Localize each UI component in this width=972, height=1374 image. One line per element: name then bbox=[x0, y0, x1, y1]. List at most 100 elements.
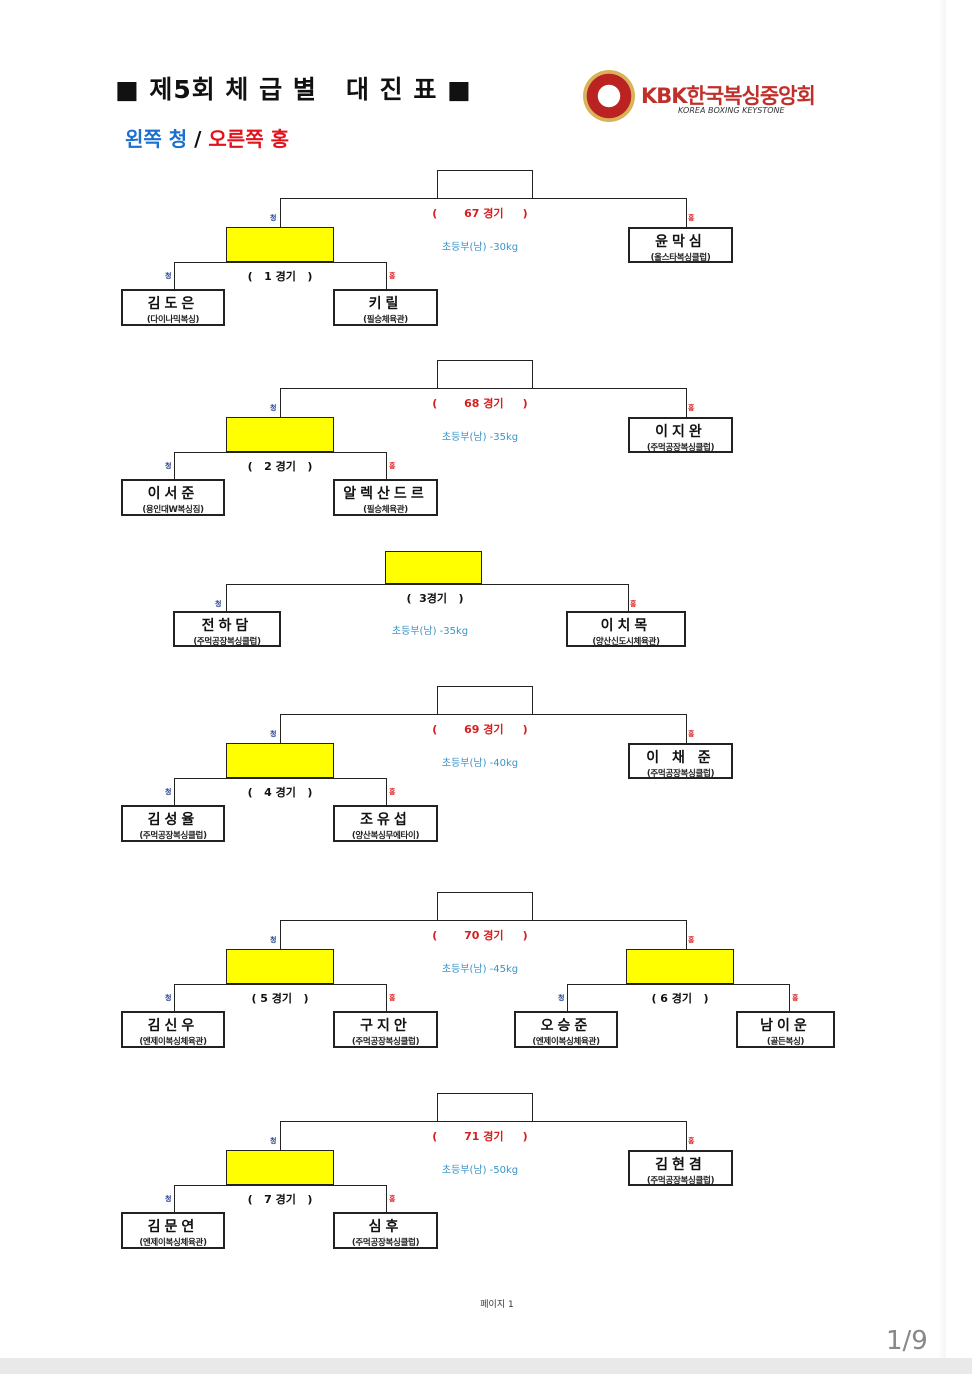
player-box: 윤막심(올스타복싱클럽) bbox=[628, 227, 733, 263]
player-name: 김도은 bbox=[147, 296, 199, 312]
player-name: 김신우 bbox=[147, 1018, 199, 1034]
corner-legend: 왼쪽 청 / 오른쪽 홍 bbox=[125, 123, 289, 152]
corner-label-blue: 청 bbox=[270, 214, 277, 222]
corner-label-red: 홍 bbox=[389, 788, 396, 796]
final-winner-box bbox=[437, 892, 533, 921]
bracket-line bbox=[686, 920, 687, 949]
bracket-line bbox=[174, 1185, 175, 1212]
final-winner-box bbox=[437, 686, 533, 715]
bracket-line bbox=[386, 778, 387, 805]
bracket-line bbox=[174, 984, 175, 1011]
bracket-line bbox=[174, 452, 175, 479]
player-club: (주먹공장복싱클럽) bbox=[193, 637, 261, 647]
logo-text: KBK한국복싱중앙회 bbox=[641, 84, 816, 108]
player-box: 조유섭 (양산복싱무에타이) bbox=[333, 805, 438, 842]
viewer-bottom-bar bbox=[0, 1358, 972, 1374]
division-label: 초등부(남) -45kg bbox=[441, 964, 519, 975]
match-label: ( 7 경기 ) bbox=[247, 1193, 313, 1206]
bracket-line bbox=[686, 388, 687, 417]
bracket-line bbox=[280, 1121, 686, 1122]
division-label: 초등부(남) -50kg bbox=[441, 1165, 519, 1176]
player-name: 전하담 bbox=[201, 618, 253, 634]
player-club: (양산복싱무에타이) bbox=[351, 831, 420, 841]
final-winner-box bbox=[437, 1093, 533, 1122]
page-edge-shadow bbox=[938, 0, 946, 1358]
bracket-line bbox=[686, 198, 687, 227]
corner-label-blue: 청 bbox=[165, 788, 172, 796]
corner-label-blue: 청 bbox=[558, 994, 565, 1002]
player-name: 남이운 bbox=[760, 1018, 811, 1034]
bracket-line bbox=[226, 584, 227, 611]
corner-label-blue: 청 bbox=[270, 404, 277, 412]
legend-red: 오른쪽 홍 bbox=[208, 127, 289, 151]
bracket-line bbox=[280, 714, 686, 715]
bracket-line bbox=[386, 984, 387, 1011]
corner-label-red: 홍 bbox=[389, 272, 396, 280]
kbk-logo: KBK한국복싱중앙회 KOREA BOXING KEYSTONE bbox=[583, 70, 823, 124]
corner-label-red: 홍 bbox=[792, 994, 799, 1002]
player-box: 키릴 (필승체육관) bbox=[333, 289, 438, 326]
player-name: 이서준 bbox=[147, 486, 199, 502]
bracket-line bbox=[386, 452, 387, 479]
player-box: 김도은(다이나믹복싱) bbox=[121, 289, 225, 326]
player-club: (필승체육관) bbox=[363, 315, 408, 325]
player-club: (주먹공장복싱클럽) bbox=[139, 831, 207, 841]
bracket-line bbox=[280, 388, 281, 417]
final-match-label: ( 67 경기 ) bbox=[432, 207, 528, 220]
bracket-line bbox=[789, 984, 790, 1011]
player-box: 전하담 (주먹공장복싱클럽) bbox=[173, 611, 281, 647]
corner-label-red: 홍 bbox=[630, 600, 637, 608]
corner-label-blue: 청 bbox=[270, 730, 277, 738]
bracket-line bbox=[174, 778, 386, 779]
winner-box bbox=[226, 227, 334, 262]
corner-label-red: 홍 bbox=[389, 994, 396, 1002]
player-name: 오승준 bbox=[540, 1018, 592, 1034]
match-label: ( 2 경기 ) bbox=[247, 460, 313, 473]
player-name: 조유섭 bbox=[360, 812, 411, 828]
player-box: 구지안(주먹공장복싱클럽) bbox=[333, 1011, 438, 1048]
player-box: 오승준(엔제이복싱체육관) bbox=[514, 1011, 618, 1048]
bracket-line bbox=[280, 198, 686, 199]
player-club: (양산신도시체육관) bbox=[592, 637, 660, 647]
bracket-line bbox=[174, 452, 386, 453]
logo-subtitle: KOREA BOXING KEYSTONE bbox=[678, 106, 785, 115]
corner-label-red: 홍 bbox=[688, 730, 695, 738]
bracket-line bbox=[174, 262, 386, 263]
legend-separator: / bbox=[187, 127, 209, 151]
bracket-line bbox=[567, 984, 568, 1011]
final-winner-box bbox=[437, 170, 533, 199]
bracket-line bbox=[686, 1121, 687, 1150]
player-name: 키릴 bbox=[368, 296, 403, 312]
bracket-line bbox=[280, 1121, 281, 1150]
page-footer: 페이지 1 bbox=[480, 1300, 514, 1310]
bracket-line bbox=[174, 984, 386, 985]
player-club: (주먹공장복싱클럽) bbox=[351, 1238, 420, 1248]
bracket-line bbox=[226, 584, 628, 585]
match-label: ( 3경기 ) bbox=[406, 592, 464, 605]
match-label: ( 1 경기 ) bbox=[247, 270, 313, 283]
player-club: (주먹공장복싱클럽) bbox=[646, 1176, 715, 1186]
corner-label-blue: 청 bbox=[215, 600, 222, 608]
emblem-icon bbox=[583, 70, 635, 122]
corner-label-red: 홍 bbox=[389, 1195, 396, 1203]
corner-label-blue: 청 bbox=[165, 994, 172, 1002]
legend-blue: 왼쪽 청 bbox=[125, 127, 188, 151]
bracket-line bbox=[280, 388, 686, 389]
player-name: 김문연 bbox=[147, 1219, 199, 1235]
final-match-label: ( 71 경기 ) bbox=[432, 1130, 528, 1143]
division-label: 초등부(남) -35kg bbox=[391, 626, 469, 637]
bracket-line bbox=[280, 198, 281, 227]
player-name: 윤막심 bbox=[655, 234, 706, 250]
player-name: 심후 bbox=[368, 1219, 403, 1235]
player-club: (주먹공장복싱클럽) bbox=[646, 769, 715, 779]
bracket-line bbox=[280, 920, 281, 949]
player-box: 김신우(엔제이복싱체육관) bbox=[121, 1011, 225, 1048]
bracket-line bbox=[686, 714, 687, 743]
player-club: (필승체육관) bbox=[363, 505, 408, 515]
winner-box bbox=[226, 417, 334, 452]
player-box: 알렉산드르(필승체육관) bbox=[333, 479, 438, 516]
page-title: ■ 제5회 체 급 별 대 진 표 ■ bbox=[115, 75, 472, 104]
match-label: ( 5 경기 ) bbox=[251, 992, 309, 1005]
player-box: 이치목(양산신도시체육관) bbox=[566, 611, 686, 647]
division-label: 초등부(남) -35kg bbox=[441, 432, 519, 443]
